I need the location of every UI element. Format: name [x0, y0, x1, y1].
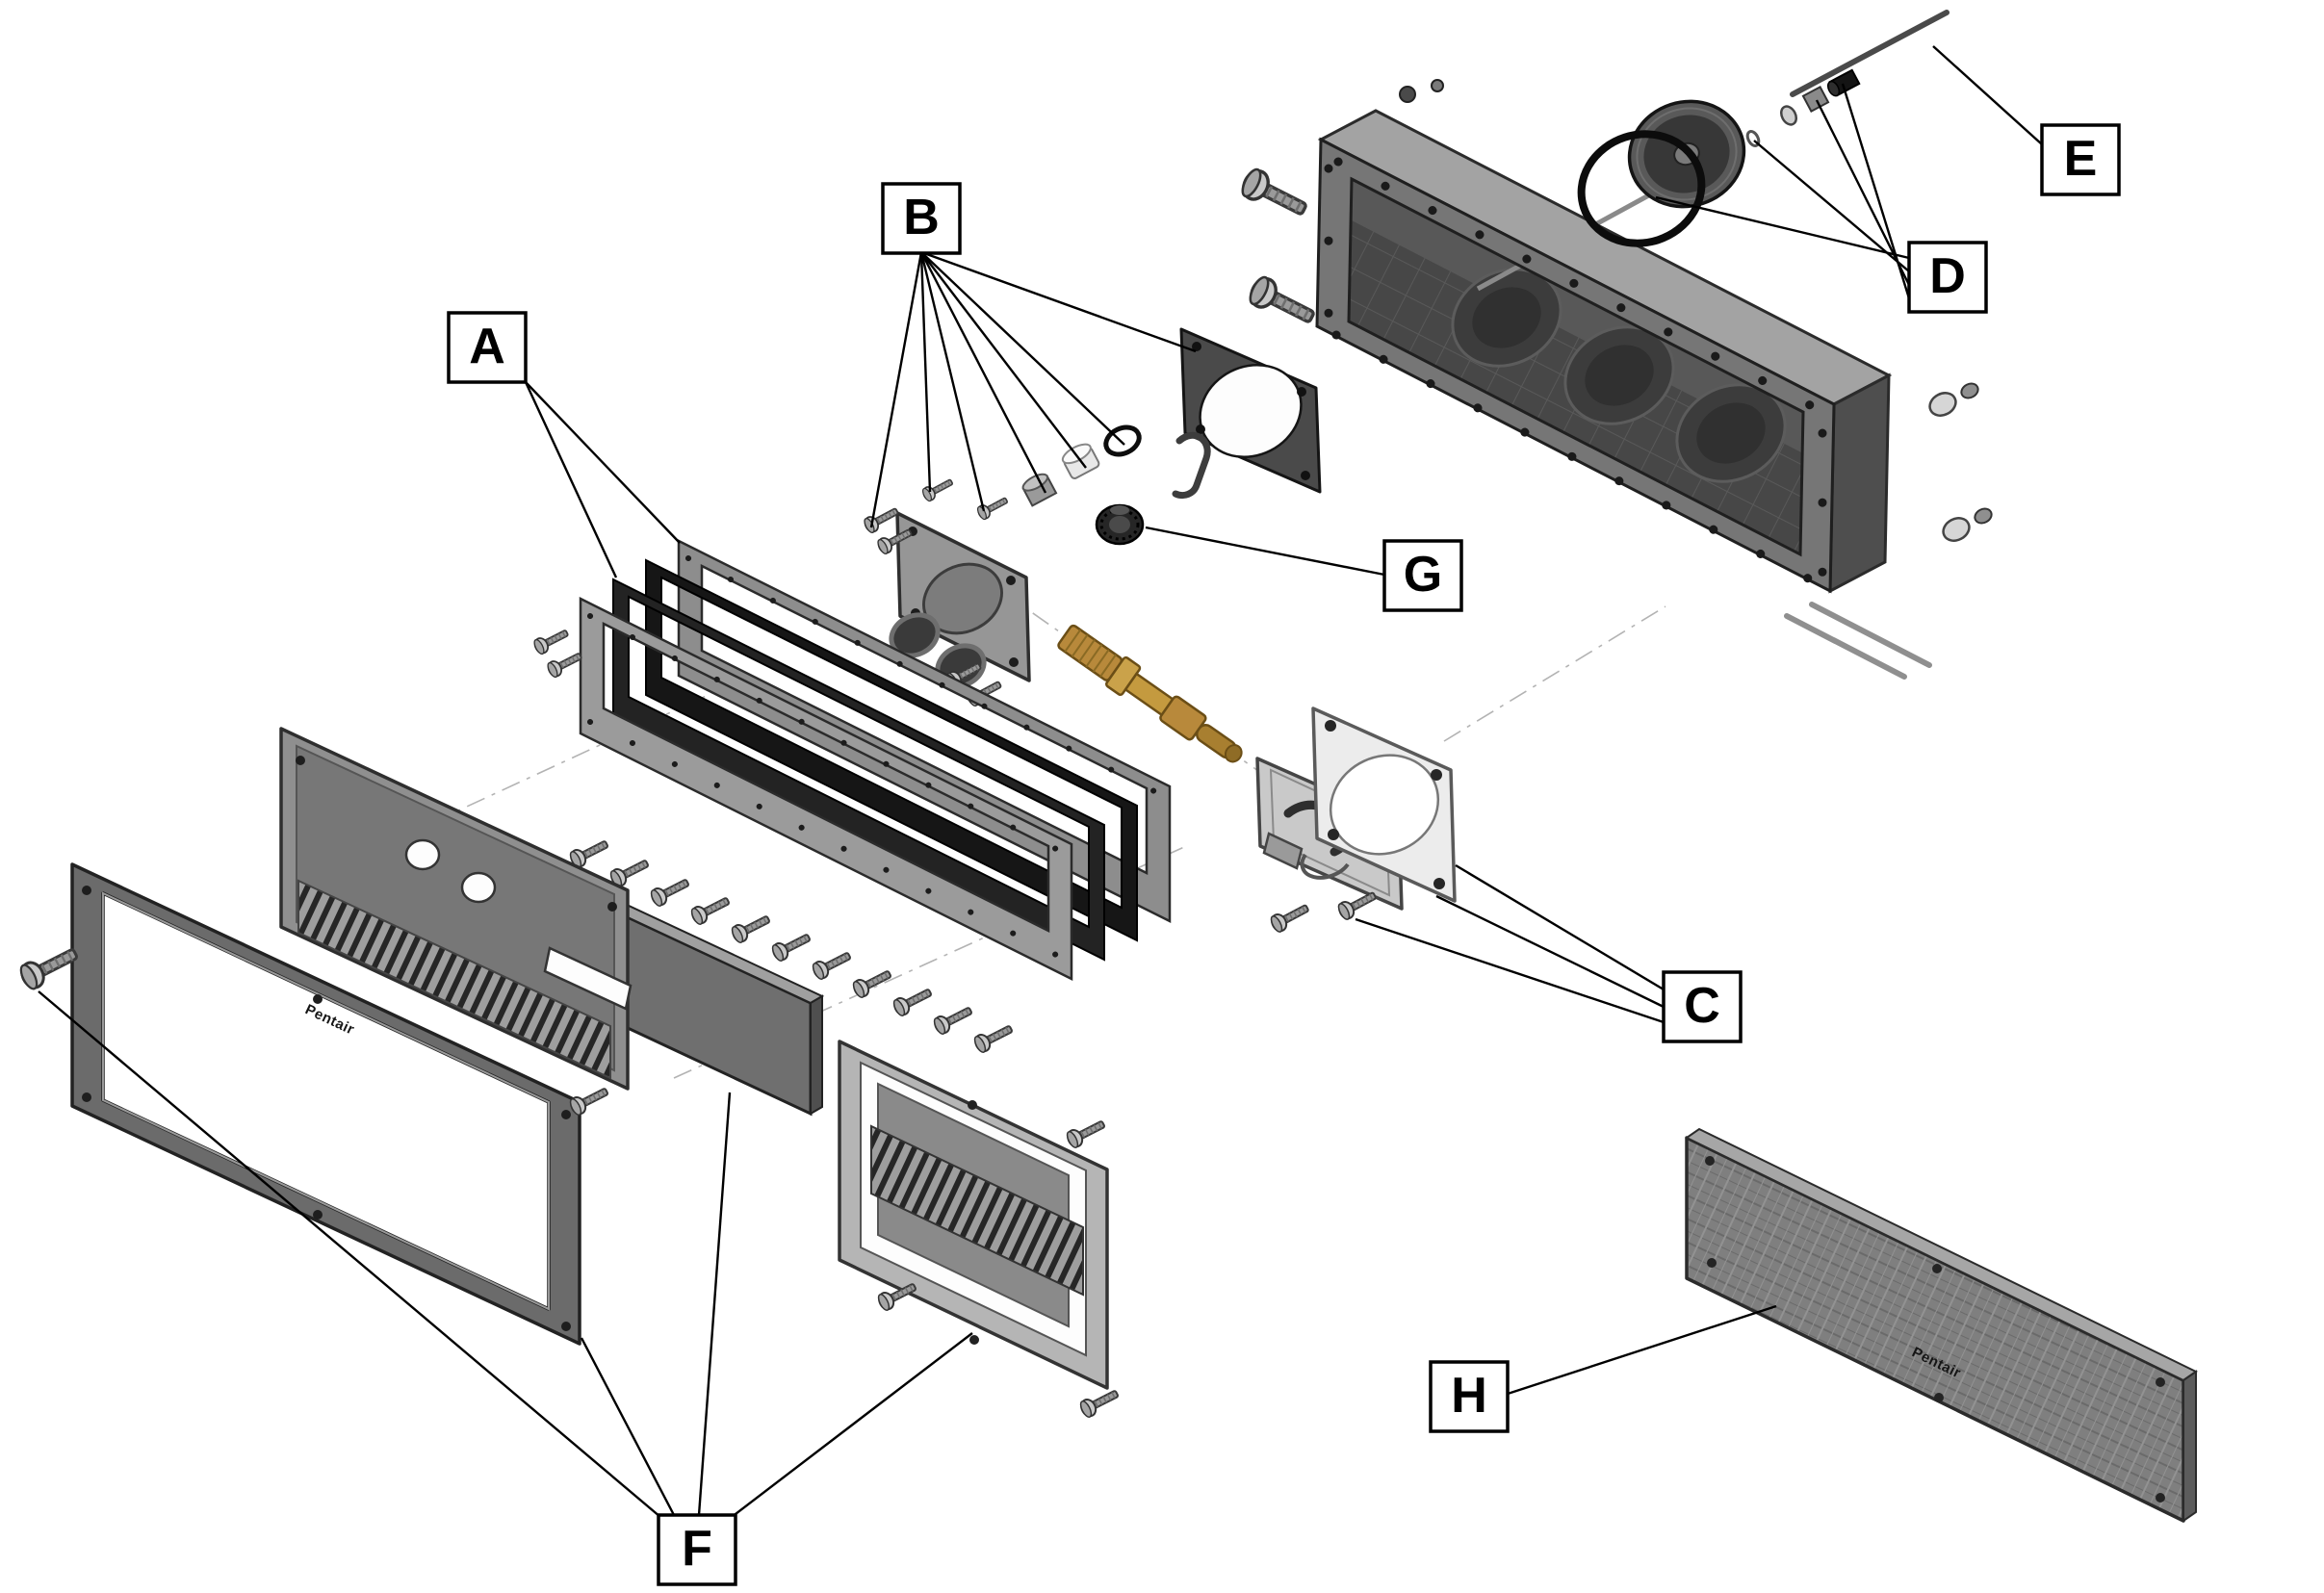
handle-rod	[1790, 10, 1950, 97]
hook-clip	[1172, 431, 1211, 500]
housing-screw	[1237, 165, 1313, 225]
o-ring-small	[1103, 424, 1142, 457]
brass-stem	[1057, 624, 1243, 763]
callout-E[interactable]: E	[2040, 123, 2121, 196]
leader-B-7	[920, 250, 1197, 353]
leader-C-1	[1455, 863, 1665, 991]
lower-grille-slots	[870, 1124, 1084, 1297]
mounting-frame-rear	[677, 538, 1172, 924]
callout-F-label: F	[682, 1521, 712, 1577]
valve-screw	[862, 502, 902, 535]
callout-E-label: E	[2064, 131, 2098, 187]
leader-B-3	[919, 251, 986, 512]
callout-A-label: A	[469, 319, 505, 374]
leader-A-2	[525, 381, 681, 544]
housing-flange	[1315, 137, 1836, 594]
housing-end-face	[1828, 373, 1891, 594]
leader-D-4	[1841, 83, 1911, 299]
callout-C[interactable]: C	[1662, 970, 1743, 1043]
housing-screw	[1245, 272, 1321, 333]
gasket-plate-holes	[1192, 342, 1310, 480]
valve-body-plate	[889, 511, 1031, 689]
housing-boss-cups	[1451, 268, 1787, 483]
leader-C-3	[1355, 917, 1665, 1024]
mounting-frame-front	[579, 596, 1073, 982]
o-ring-large	[1577, 130, 1706, 247]
square-gasket-holes	[1325, 720, 1445, 889]
leader-B-4	[919, 251, 1047, 494]
housing-interior-top-wall	[1350, 179, 1803, 452]
bezel-holes	[82, 886, 571, 1331]
leader-H	[1507, 1304, 1777, 1396]
rod-ring	[1745, 130, 1761, 147]
handle-rod-assembly	[1745, 10, 1950, 147]
leader-B-5	[920, 251, 1087, 469]
leader-B-6	[920, 251, 1125, 446]
door-screw	[1335, 886, 1381, 922]
door-screw	[1268, 899, 1313, 935]
rod-nut	[1801, 86, 1830, 113]
leader-D-3	[1815, 99, 1911, 286]
door-spring	[1300, 853, 1350, 880]
rear-access-panel: Pentair	[1685, 1127, 2198, 1523]
faceplate-hole-2	[460, 871, 497, 904]
leader-D-1	[1655, 195, 1910, 260]
rod-washer	[1779, 105, 1798, 126]
hinge-pins	[1784, 602, 1932, 680]
rod-end-fitting	[1826, 68, 1861, 97]
housing-washers	[1399, 79, 1993, 542]
hex-plug	[1021, 473, 1058, 507]
leader-D-2	[1753, 140, 1910, 272]
leader-F-1	[38, 990, 661, 1518]
square-gasket	[1311, 707, 1457, 903]
callout-A[interactable]: A	[447, 311, 528, 384]
callout-H-label: H	[1451, 1368, 1487, 1424]
skimmer-housing-body	[1237, 79, 1993, 680]
faceplate-slot-cutout	[543, 946, 633, 1011]
callout-B[interactable]: B	[881, 182, 962, 255]
return-gasket-plate	[1179, 327, 1322, 494]
valve-screw	[919, 475, 956, 503]
callout-B-label: B	[903, 190, 940, 245]
faceplate-hole-1	[404, 838, 441, 871]
callout-D-label: D	[1929, 248, 1966, 304]
housing-flange-bolt-holes	[1324, 157, 1827, 587]
leader-B-1	[869, 251, 923, 528]
leader-G	[1145, 526, 1385, 577]
door-latch	[1262, 832, 1304, 870]
leader-F-4	[731, 1332, 973, 1518]
leader-C-2	[1435, 894, 1665, 1009]
knurled-fitting	[1095, 503, 1145, 546]
callout-C-label: C	[1684, 978, 1720, 1034]
leader-F-2	[580, 1337, 676, 1516]
callout-D[interactable]: D	[1907, 241, 1988, 314]
leader-F-3	[697, 1092, 732, 1516]
callout-F[interactable]: F	[657, 1513, 737, 1586]
skimmer-faceplate: Pentair	[279, 727, 633, 1091]
valve-port-1	[889, 612, 941, 658]
leader-B-2	[919, 251, 932, 493]
trim-bezel-frame	[70, 862, 581, 1346]
leader-A-1	[524, 381, 618, 578]
callout-G[interactable]: G	[1382, 539, 1463, 612]
leader-lines	[38, 45, 2043, 1518]
frame-gasket-stack	[579, 538, 1172, 982]
leader-E	[1932, 45, 2043, 145]
callout-G-label: G	[1404, 547, 1442, 603]
lower-grille-frame	[838, 1040, 1109, 1390]
callout-H[interactable]: H	[1429, 1360, 1510, 1433]
faceplate-grille-slots	[297, 879, 611, 1080]
panel-holes	[1705, 1156, 2165, 1503]
